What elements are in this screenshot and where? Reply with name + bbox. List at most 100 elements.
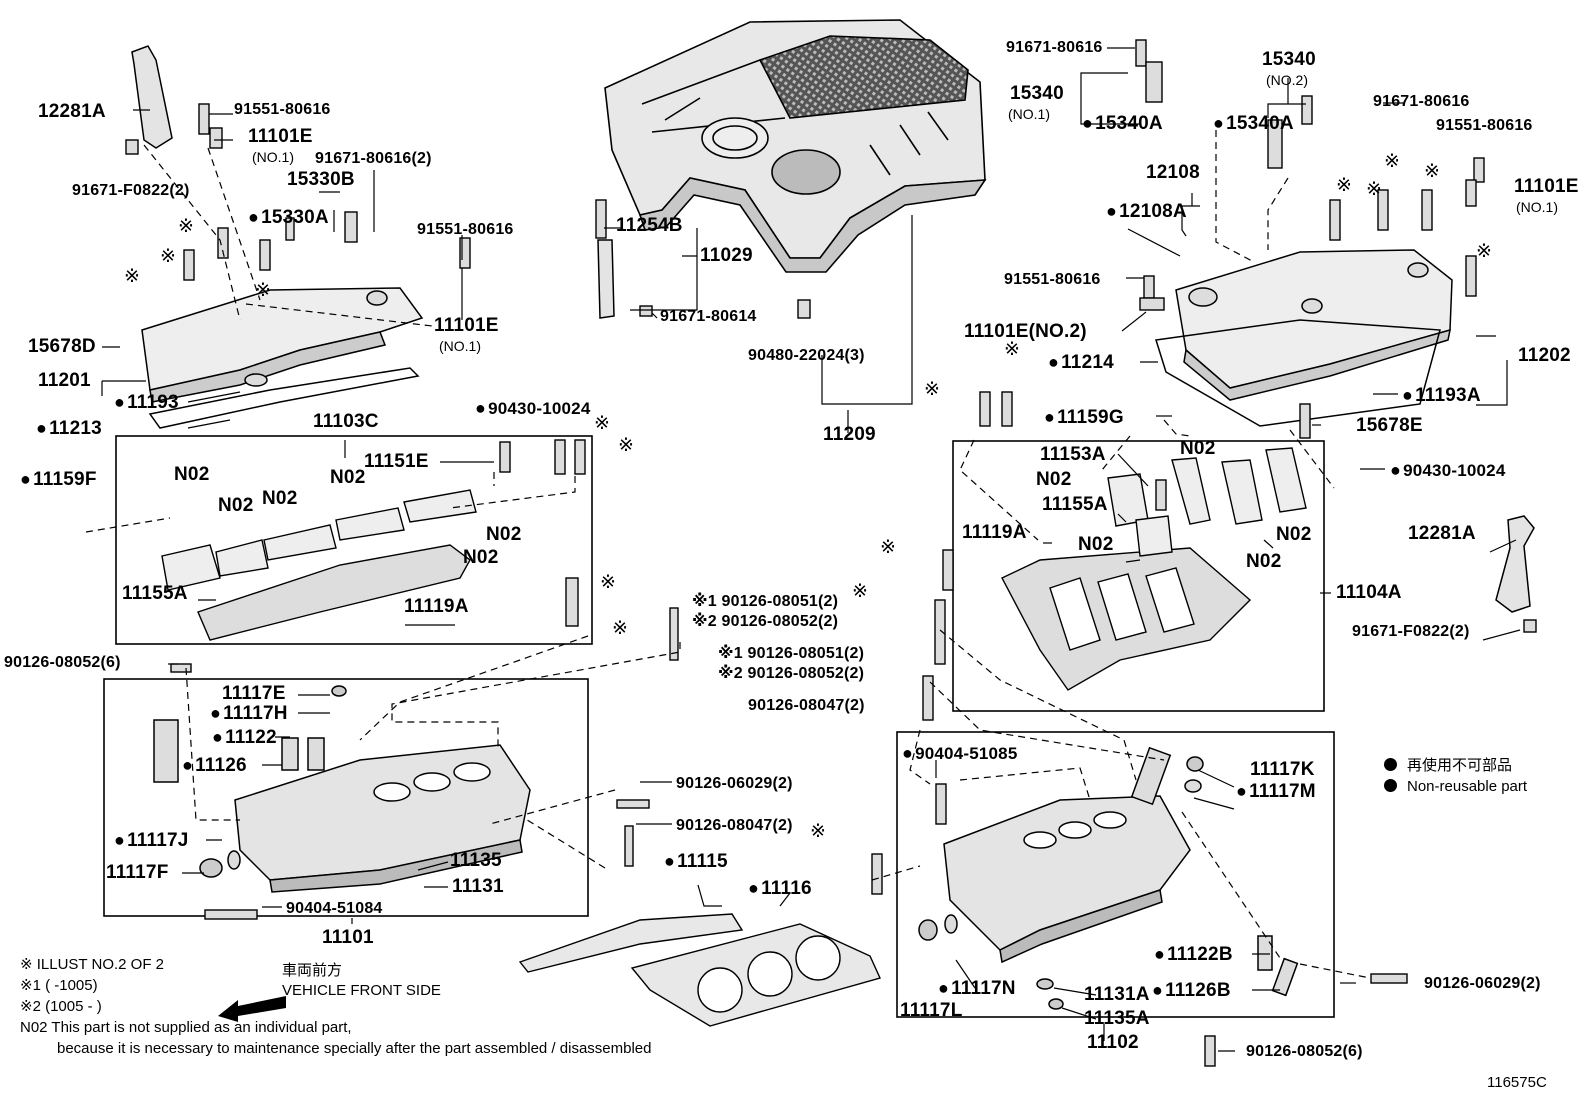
label-11101E-c: 11101E [1514,176,1579,197]
leader-lines [101,47,1521,1052]
label-90404-51085: 90404-51085 [902,743,1018,764]
label-11116: 11116 [748,878,812,899]
label-ref-15: ※ [1366,179,1383,200]
label-15340-a: 15340 [1010,83,1064,104]
label-11101: 11101 [322,927,374,948]
vehicle-front-jp: 車両前方 [282,962,343,979]
label-n02-r4: N02 [1276,524,1312,545]
label-90126-06029-a: 90126-06029(2) [676,775,793,792]
label-15678D: 15678D [28,336,96,357]
label-11117M: 11117M [1236,781,1316,802]
label-11131A: 11131A [1084,984,1150,1005]
label-11159G: 11159G [1044,407,1124,428]
gasket-11115 [518,913,744,973]
note-n02-1: N02 This part is not supplied as an indi… [20,1019,352,1036]
label-ref-8: ※ [612,618,629,639]
valve-cover-11201 [141,287,424,429]
arrow-left-icon [218,996,286,1022]
note-illust: ※ ILLUST NO.2 OF 2 [20,956,165,973]
label-ref-9: ※ [810,821,827,842]
label-90430-10024-a: 90430-10024 [475,398,591,419]
label-11131: 11131 [452,876,504,897]
label-11155A-a: 11155A [122,583,188,604]
label-11193A: 11193A [1402,385,1481,406]
label-ref-3: ※ [124,266,141,287]
legend-en-text: Non-reusable part [1407,778,1528,795]
camshaft-housing-11119A-left [161,489,477,641]
group-boxes [103,435,1335,1018]
label-11153A: 11153A [1040,444,1106,465]
note-1: ※1 ( -1005) [20,977,98,994]
label-11193: 11193 [114,392,179,413]
label-11117L: 11117L [900,1000,963,1021]
label-ref-1: ※ [178,216,195,237]
bracket-12281A-right [1495,515,1535,613]
label-11117H: 11117H [210,703,288,724]
label-ref-14: ※ [1336,175,1353,196]
label-12281A-right: 12281A [1408,523,1476,544]
label-n02-l6: N02 [463,547,499,568]
label-ref-5: ※ [594,413,611,434]
label-15340A-a: 15340A [1082,113,1163,134]
label-91671-80614: 91671-80614 [660,308,757,325]
label-x1-08051-a: ※1 90126-08051(2) [692,593,839,610]
label-n02-l1: N02 [174,464,210,485]
label-n02-l5: N02 [486,524,522,545]
label-15330A: 15330A [248,207,329,228]
label-11122B: 11122B [1154,944,1233,965]
label-91671-80616-b: 91671-80616 [1006,39,1103,56]
label-11214: 11214 [1048,352,1114,373]
label-15340A-b: 15340A [1213,113,1294,134]
cylinder-head-11102 [918,746,1299,1010]
label-11101E-b: 11101E [434,315,499,336]
label-91551-80616-a: 91551-80616 [234,101,331,118]
bracket-12281A-left [131,45,173,149]
legend-en: Non-reusable part [1384,778,1527,795]
label-n02-l2: N02 [218,495,254,516]
label-91551-80616-c: 91551-80616 [1436,117,1533,134]
label-11119A-b: 11119A [962,522,1027,543]
label-11135: 11135 [450,850,502,871]
label-15330B: 15330B [287,169,355,190]
label-90126-06029-b: 90126-06029(2) [1424,975,1541,992]
figure-code: 116575C [1487,1074,1547,1091]
label-11159F: 11159F [20,469,97,490]
label-ref-10: ※ [880,537,897,558]
label-x1-08051-b: ※1 90126-08051(2) [718,645,865,662]
label-11126B: 11126B [1152,980,1231,1001]
engine-cover-11209 [604,19,987,273]
head-gaskets [518,913,881,1027]
label-11201: 11201 [38,370,91,391]
label-no1-a: (NO.1) [252,149,294,165]
bracket-11029 [597,239,615,319]
label-90126-08047-a: 90126-08047(2) [676,817,793,834]
label-91671-F0822-b: 91671-F0822(2) [1352,623,1470,640]
label-90404-51084: 90404-51084 [286,900,383,917]
label-no1-d: (NO.1) [1516,199,1558,215]
label-91671-80616-2: 91671-80616(2) [315,150,432,167]
label-no1-b: (NO.1) [439,338,481,354]
label-ref-18: ※ [924,379,941,400]
label-11213: 11213 [36,418,102,439]
label-n02-r5: N02 [1246,551,1282,572]
label-11122: 11122 [212,727,277,748]
label-11126: 11126 [182,755,247,776]
label-12281A-left: 12281A [38,101,106,122]
label-ref-13: ※ [1424,161,1441,182]
bolts [125,39,1537,1067]
label-11117K: 11117K [1250,759,1315,780]
label-no2-a: (NO.2) [1266,72,1308,88]
label-91671-80616-c: 91671-80616 [1373,93,1470,110]
label-11117F: 11117F [106,862,169,883]
label-x2-08052-b: ※2 90126-08052(2) [718,665,865,682]
label-n02-r1: N02 [1036,469,1072,490]
label-11155A-b: 11155A [1042,494,1108,515]
label-x2-08052-a: ※2 90126-08052(2) [692,613,839,630]
label-91671-F0822-a: 91671-F0822(2) [72,182,190,199]
label-11254B: 11254B [616,215,683,236]
box-11102 [896,731,1335,1018]
label-11115: 11115 [664,851,728,872]
label-12108: 12108 [1146,162,1200,183]
label-no1-c: (NO.1) [1008,106,1050,122]
